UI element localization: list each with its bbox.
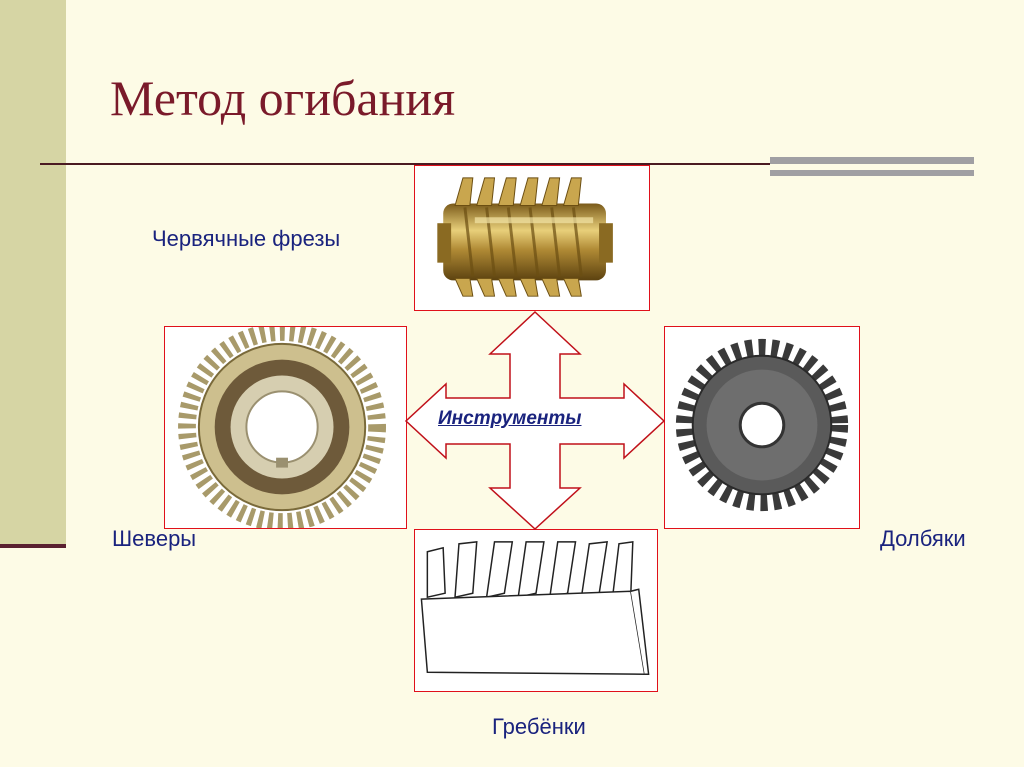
label-hob-cutters: Червячные фрезы xyxy=(152,226,341,251)
shaving-cutter-icon xyxy=(178,327,386,528)
shaper-cutter-image xyxy=(664,326,860,529)
rack-cutter-image xyxy=(414,529,658,692)
slide-title: Метод огибания xyxy=(110,70,456,126)
gear-shaper-cutter-icon xyxy=(675,338,849,512)
label-shaving-cutters: Шеверы xyxy=(112,526,197,551)
title-divider xyxy=(40,163,770,165)
decor-bar-bottom xyxy=(770,170,974,176)
hob-cutter-image xyxy=(414,165,650,311)
hob-cutter-icon xyxy=(437,177,613,297)
label-rack-cutters: Гребёнки xyxy=(492,714,586,739)
four-way-arrow xyxy=(404,310,666,531)
four-way-arrow-shape xyxy=(404,310,666,531)
tools-link[interactable]: Инструменты xyxy=(438,408,582,429)
label-shaper-cutters: Долбяки xyxy=(880,526,966,551)
rack-cutter-icon xyxy=(420,540,650,675)
decor-bar-top xyxy=(770,157,974,164)
shaving-cutter-image xyxy=(164,326,407,529)
side-decor-line xyxy=(0,544,66,548)
side-decor-bar xyxy=(0,0,66,545)
